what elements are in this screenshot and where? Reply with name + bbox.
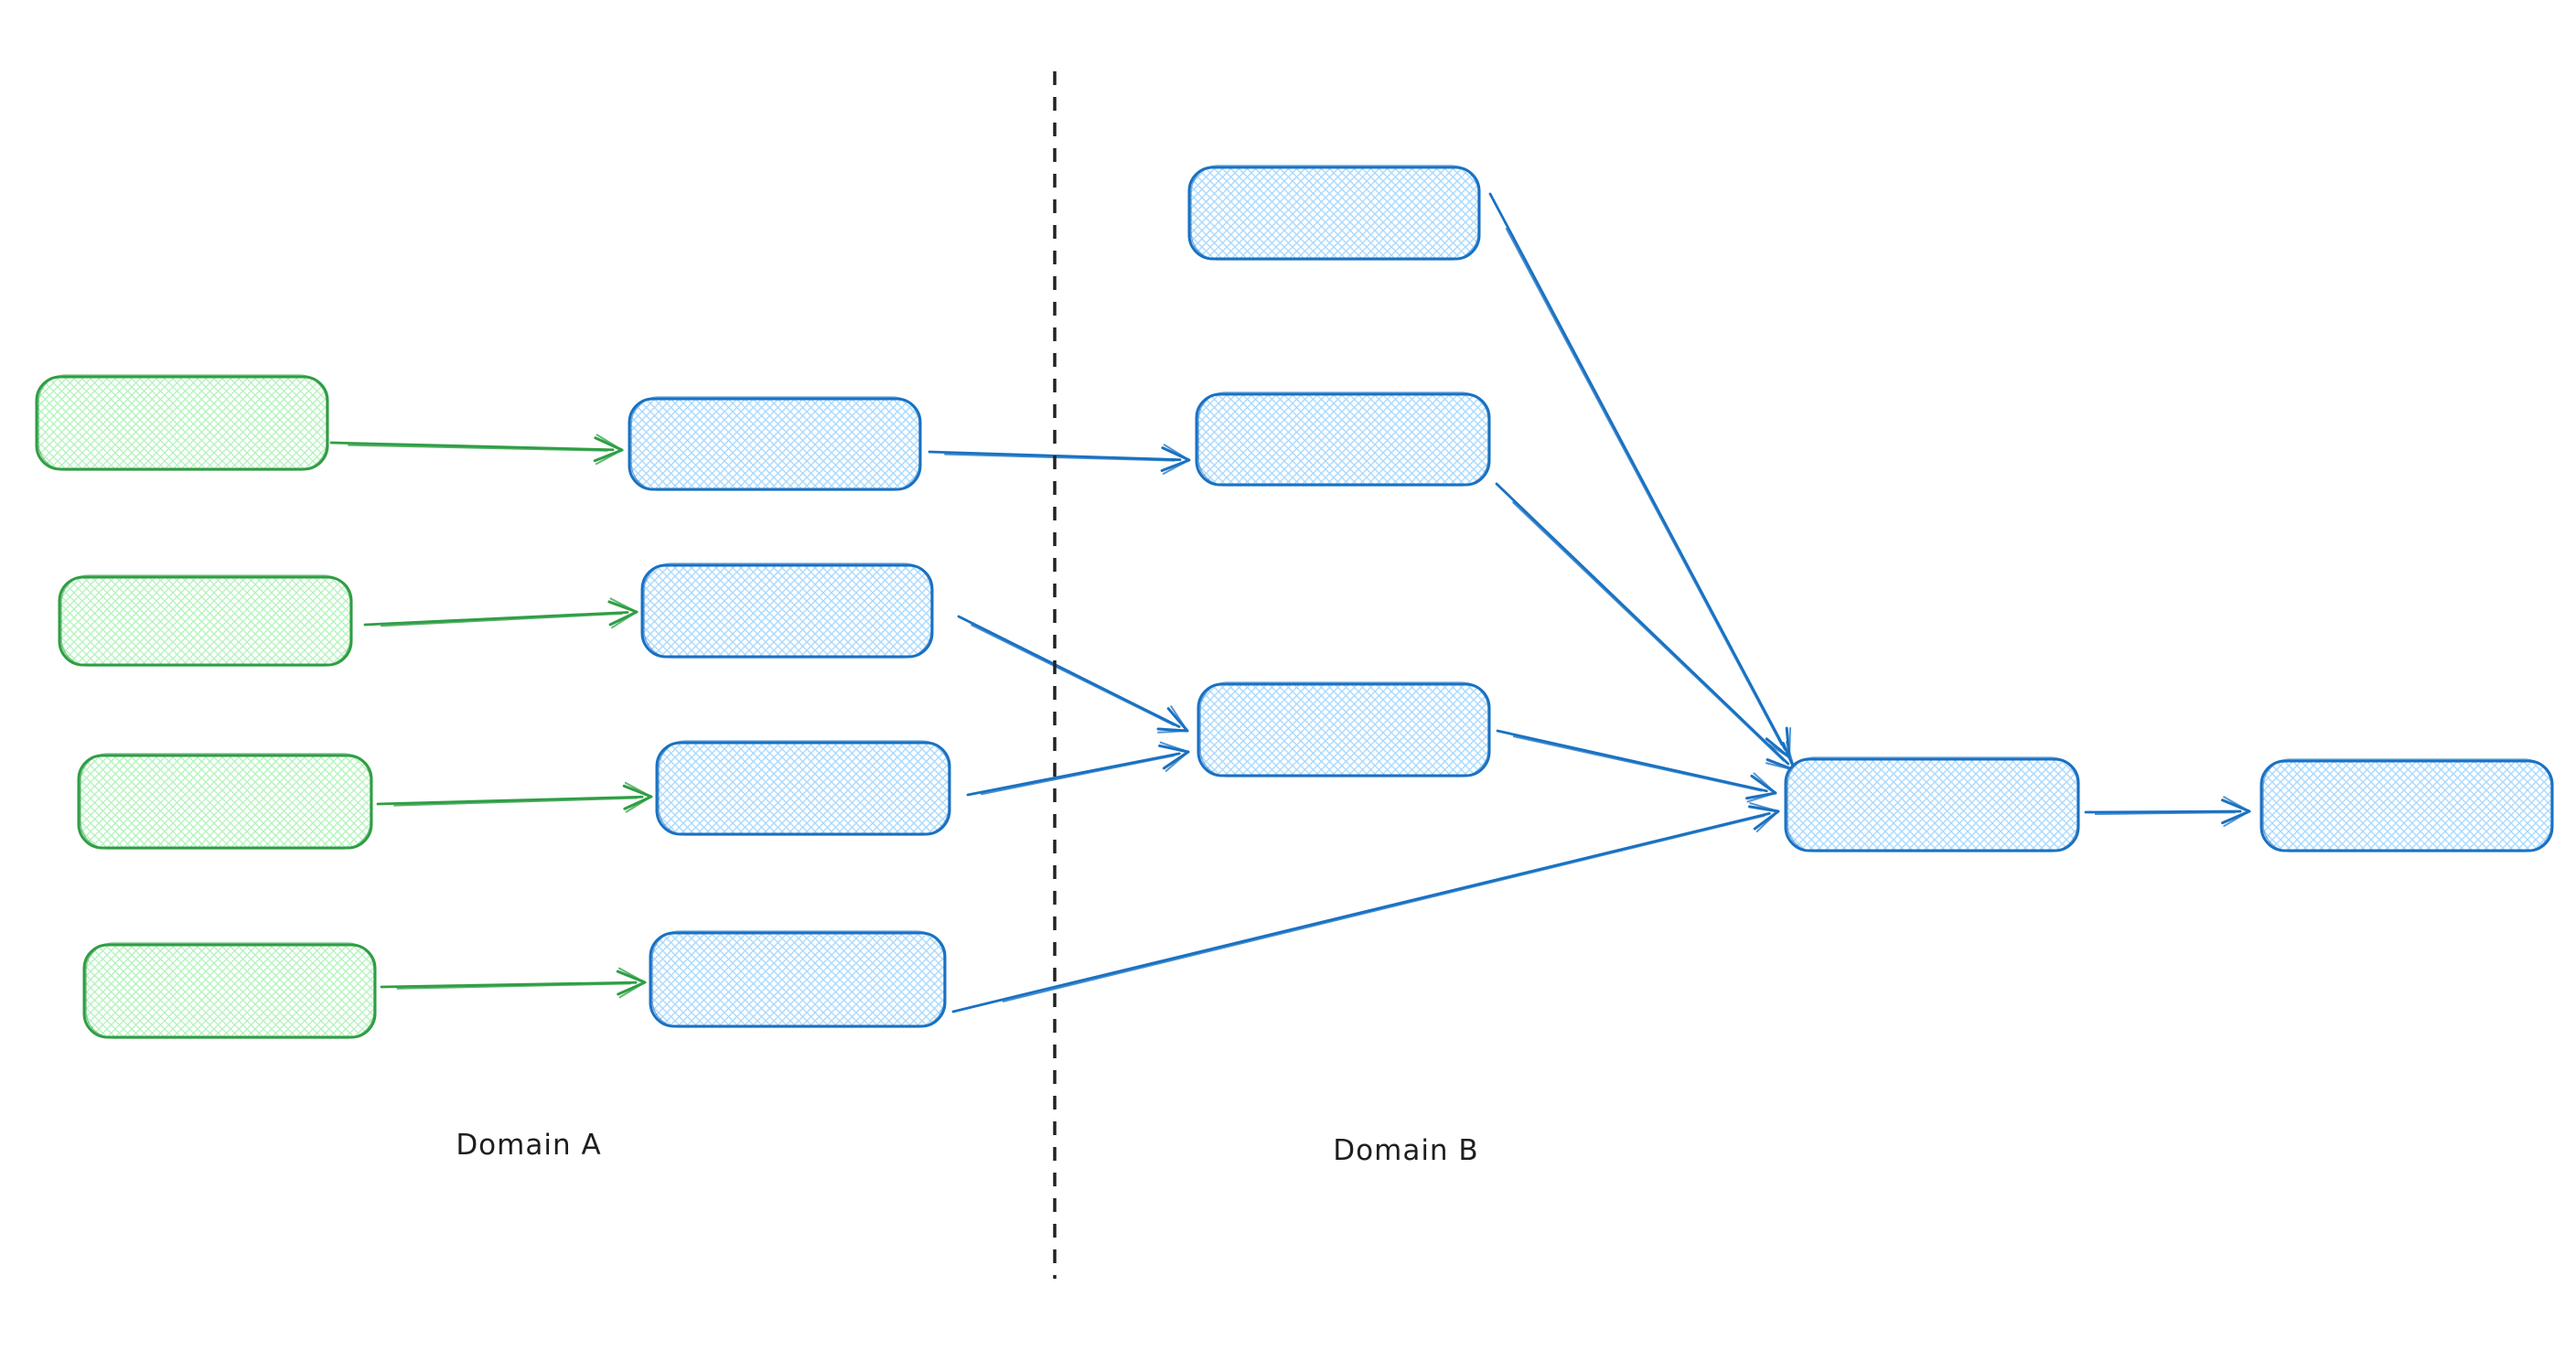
source2-to-stage2-arrow [363, 597, 639, 629]
source3-to-stage3-arrow [376, 781, 653, 813]
domain-a-stage-2 [640, 563, 934, 659]
source4-to-stage4-arrow [380, 967, 647, 999]
bnode2-to-merge-arrow [1495, 482, 1797, 772]
edges-layer [329, 192, 2251, 1013]
domain-a-stage-1 [628, 396, 922, 491]
domain-b-node-1 [1187, 165, 1481, 261]
domain-b-output [2259, 758, 2554, 852]
bnode3-to-merge-arrow [1496, 729, 1777, 803]
stage4-to-merge-arrow [951, 802, 1780, 1013]
domain-a-source-3 [77, 753, 373, 850]
domain-a-source-1 [35, 374, 329, 471]
bnode1-to-merge-arrow [1488, 192, 1792, 759]
nodes-layer [35, 165, 2554, 1039]
domain-a-source-2 [58, 574, 353, 667]
source1-to-stage1-arrow [329, 434, 624, 466]
domain-b-node-3 [1197, 681, 1491, 777]
stage3-to-bnode3-arrow [966, 741, 1190, 797]
stage1-to-bnode2-arrow [928, 444, 1191, 476]
domain-a-stage-4 [649, 930, 947, 1028]
domain-b-merge [1784, 756, 2080, 852]
domain-a-label: Domain A [456, 1129, 601, 1162]
merge-to-output-arrow [2084, 796, 2251, 828]
domain-a-source-4 [82, 942, 377, 1039]
domain-b-node-2 [1195, 391, 1491, 487]
domain-b-label: Domain B [1333, 1134, 1478, 1167]
stage2-to-bnode3-arrow [957, 615, 1189, 734]
domain-a-stage-3 [655, 740, 951, 836]
